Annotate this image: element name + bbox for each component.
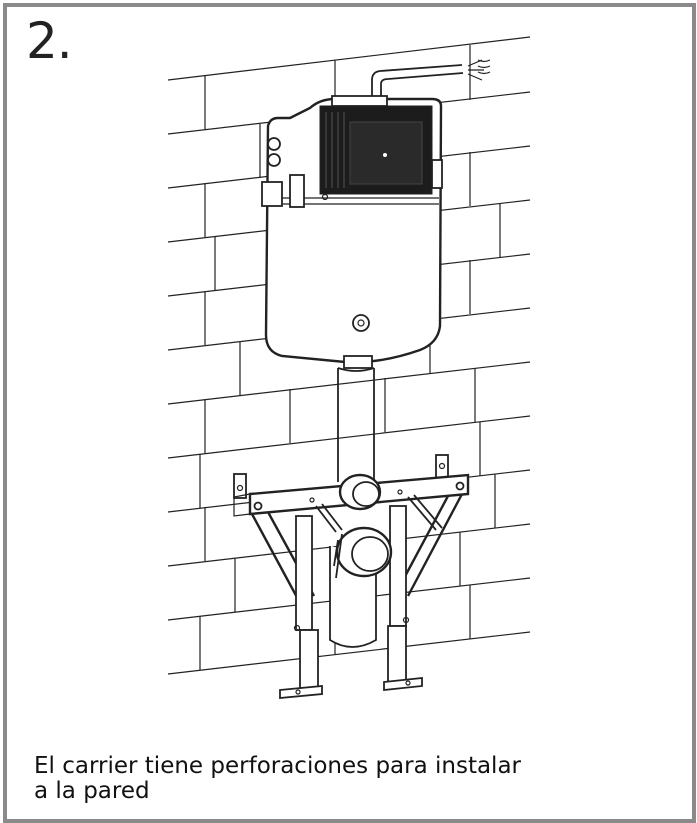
flush-pipe (337, 355, 375, 482)
waste-pipe (329, 473, 393, 648)
step-caption: El carrier tiene perforaciones para inst… (34, 753, 521, 804)
step-number: 2. (26, 12, 73, 70)
cistern-tank (261, 95, 443, 364)
water-supply-pipe (371, 59, 491, 100)
brand-badge-icon (352, 314, 370, 332)
